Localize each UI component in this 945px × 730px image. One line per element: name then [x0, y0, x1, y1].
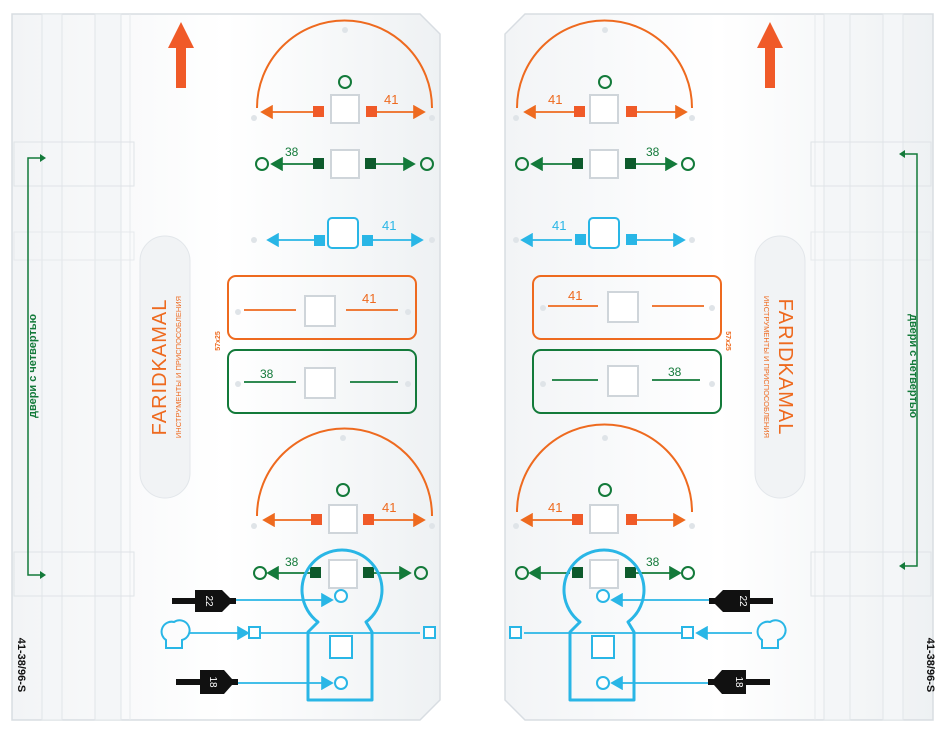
- center-note-left: 57x25: [215, 331, 222, 351]
- model-label-left: 41-38/96-S: [15, 638, 27, 692]
- model-label-right: 41-38/96-S: [924, 638, 936, 692]
- left-template-plate: [11, 13, 441, 721]
- hinge-arc-icon: 41: [256, 19, 433, 124]
- lock-outline-right: [509, 548, 752, 702]
- right-template-plate: [504, 13, 934, 721]
- arrow-up-icon: [168, 22, 194, 88]
- svg-text:38: 38: [646, 555, 660, 569]
- drill-bit-icon-22-right: 22: [709, 590, 773, 612]
- svg-text:38: 38: [668, 365, 682, 379]
- green-row-top-right: 38: [515, 145, 695, 179]
- svg-text:22: 22: [737, 595, 748, 607]
- svg-text:41: 41: [548, 92, 562, 107]
- lock-outline-left: [190, 548, 436, 702]
- cyan-row-left: 41: [266, 217, 424, 249]
- green-row-bottom-left: 38: [253, 555, 428, 589]
- orange-box-left: 41: [227, 275, 417, 340]
- svg-text:41: 41: [384, 92, 398, 107]
- keyhole-icon: [160, 619, 191, 649]
- brand-tagline-left: ИНСТРУМЕНТЫ И ПРИСПОСОБЛЕНИЯ: [174, 296, 183, 438]
- drill-bit-icon-18-left: 18: [176, 670, 238, 694]
- brand-name-left: FARIDKAMAL: [149, 299, 171, 436]
- svg-text:22: 22: [203, 595, 214, 607]
- svg-text:18: 18: [733, 676, 744, 688]
- svg-text:18: 18: [207, 676, 218, 688]
- svg-text:41: 41: [568, 288, 582, 303]
- brand-badge-right: FARIDKAMAL ИНСТРУМЕНТЫ И ПРИСПОСОБЛЕНИЯ: [754, 235, 806, 499]
- brand-tagline-right: ИНСТРУМЕНТЫ И ПРИСПОСОБЛЕНИЯ: [762, 296, 771, 438]
- cyan-row-right: 41: [520, 217, 686, 249]
- green-row-top-left: 38: [255, 145, 434, 179]
- drill-bit-icon-18-right: 18: [708, 670, 770, 694]
- svg-text:41: 41: [362, 291, 376, 306]
- orange-box-right: 41: [532, 275, 722, 340]
- green-row-bottom-right: 38: [515, 555, 695, 589]
- brand-name-right: FARIDKAMAL: [774, 299, 796, 436]
- door-label-left: двери с четвертью: [27, 314, 39, 418]
- drill-bit-icon: 22: [172, 590, 236, 612]
- arrow-up-icon-right: [757, 22, 783, 88]
- keyhole-icon-right: [756, 619, 787, 649]
- svg-text:41: 41: [552, 218, 566, 233]
- brand-badge-left: FARIDKAMAL ИНСТРУМЕНТЫ И ПРИСПОСОБЛЕНИЯ: [139, 235, 191, 499]
- hinge-arc-bottom-left: 41: [256, 427, 433, 534]
- green-box-left: 38: [227, 349, 417, 414]
- hinge-arc-right: 41: [516, 19, 693, 124]
- svg-text:41: 41: [548, 500, 562, 515]
- svg-text:38: 38: [260, 367, 274, 381]
- door-label-right: двери с четвертью: [907, 314, 919, 418]
- svg-text:38: 38: [646, 145, 660, 159]
- mounting-holes: [235, 27, 715, 529]
- green-box-right: 38: [532, 349, 722, 414]
- svg-text:38: 38: [285, 145, 299, 159]
- hinge-arc-bottom-right: 41: [516, 423, 693, 534]
- center-note-right: 57x25: [724, 331, 731, 351]
- svg-text:38: 38: [285, 555, 299, 569]
- svg-text:41: 41: [382, 218, 396, 233]
- svg-text:41: 41: [382, 500, 396, 515]
